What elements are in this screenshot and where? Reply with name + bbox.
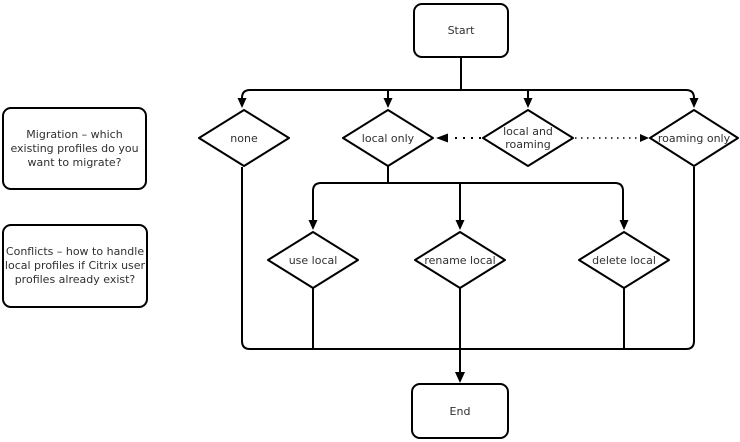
migration-note-box — [2, 107, 147, 190]
dotted-arrowhead-into-roaming-only — [640, 134, 649, 142]
arrowhead-into-local-and-roaming — [523, 98, 533, 108]
none-diamond — [198, 109, 290, 167]
delete-local-diamond — [578, 231, 670, 289]
use-local-diamond — [267, 231, 359, 289]
connector-top-rail — [241, 89, 695, 101]
roaming-only-diamond — [649, 109, 739, 167]
local-only-diamond — [342, 109, 434, 167]
conflicts-note-box — [2, 224, 148, 308]
dotted-arrowhead-into-local-only — [436, 133, 448, 143]
arrowhead-into-use-local — [308, 220, 318, 230]
arrowhead-into-rename-local — [455, 220, 465, 230]
end-box — [411, 383, 509, 439]
arrowhead-into-end — [455, 372, 465, 383]
connector-bottom-loop — [241, 167, 695, 350]
start-box — [413, 3, 509, 58]
arrowhead-into-local-only — [383, 98, 393, 108]
connector-mid-rail — [312, 182, 624, 221]
rename-local-diamond — [414, 231, 506, 289]
local-and-roaming-diamond — [482, 109, 574, 167]
arrowhead-into-none — [237, 98, 247, 108]
arrowhead-into-delete-local — [619, 220, 629, 230]
arrowhead-into-roaming-only — [689, 98, 699, 108]
